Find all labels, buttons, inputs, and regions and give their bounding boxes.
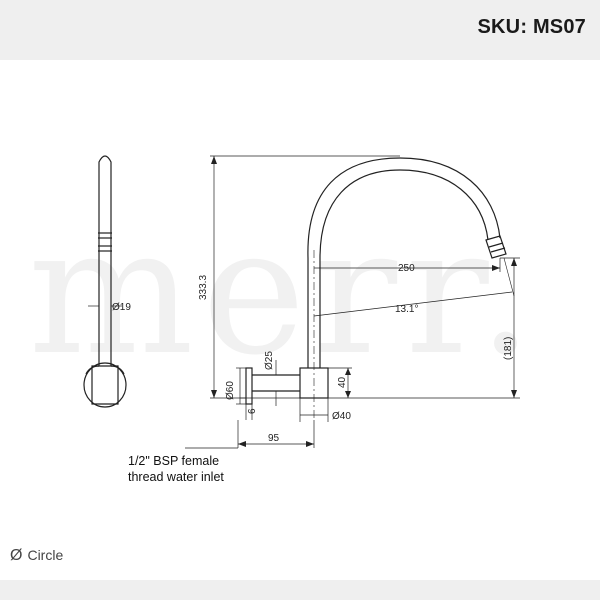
footer-bar	[0, 580, 600, 600]
dim-angle: 13.1°	[395, 304, 418, 315]
inlet-note-line1: 1/2" BSP female	[128, 454, 220, 468]
dim-inlet-length: 95	[268, 433, 280, 444]
dim-body-diameter: Ø40	[332, 411, 351, 422]
arrowheads	[211, 156, 517, 447]
dim-plate-thickness: 6	[247, 408, 258, 414]
inlet-note: 1/2" BSP female thread water inlet	[128, 453, 224, 485]
dim-height-overall: 333.3	[198, 275, 209, 300]
legend-label: Circle	[27, 547, 64, 563]
side-view	[83, 155, 127, 408]
dim-pipe-diameter: Ø25	[264, 351, 275, 370]
dim-outlet-height: (181)	[503, 337, 514, 360]
header-bar: SKU: MS07	[0, 0, 600, 60]
dimension-lines	[185, 155, 520, 449]
inlet-note-line2: thread water inlet	[128, 470, 224, 484]
dim-spout-diameter: Ø19	[112, 302, 131, 313]
dim-reach: 250	[398, 263, 415, 274]
dim-plate-diameter: Ø60	[225, 381, 236, 400]
front-view	[240, 157, 520, 420]
dim-body-height: 40	[337, 376, 348, 388]
brand-watermark: merr.	[28, 191, 542, 394]
sku-label: SKU: MS07	[477, 16, 586, 38]
diameter-symbol-icon: Ø	[10, 547, 23, 564]
